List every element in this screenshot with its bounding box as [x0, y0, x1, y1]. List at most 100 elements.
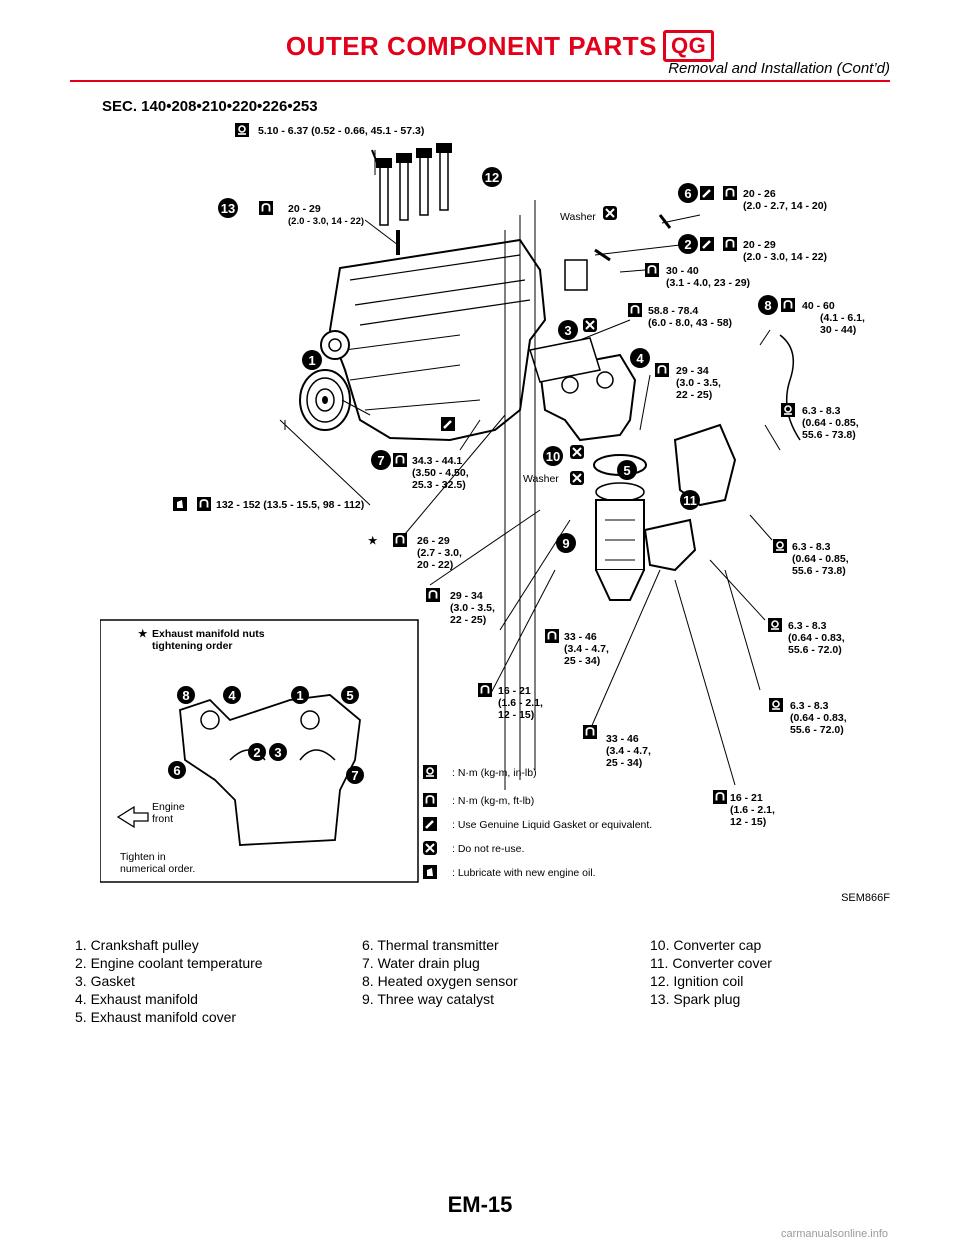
torque-3b: (2.0 - 2.7, 14 - 20) — [743, 200, 827, 212]
sensors — [594, 214, 672, 262]
legend-item: 8. Heated oxygen sensor — [362, 973, 518, 989]
legend-item: 11. Converter cover — [650, 955, 772, 971]
exhaust-manifold-cover — [673, 423, 737, 507]
page-number: EM-15 — [447, 1192, 513, 1217]
legend-item: 1. Crankshaft pulley — [75, 937, 199, 953]
parts-legend-col-1: 1. Crankshaft pulley 2. Engine coolant t… — [75, 936, 263, 1026]
torque-8a: 29 - 34 — [676, 365, 709, 377]
torque-7b: (4.1 - 6.1, — [820, 312, 865, 324]
washer-label-1: Washer — [560, 211, 596, 223]
torque-10b: (3.50 - 4.50, — [412, 467, 469, 479]
torque-16b: (3.4 - 4.7, — [564, 643, 609, 655]
torque-13b: (0.64 - 0.85, — [792, 553, 849, 565]
torque-9c: 55.6 - 73.8) — [802, 429, 856, 441]
order-2: 2 — [253, 745, 260, 760]
torque-2b: (2.0 - 3.0, 14 - 22) — [288, 216, 364, 227]
section-code: SEC. 140•208•210•220•226•253 — [102, 98, 318, 115]
callout-3: 3 — [564, 323, 571, 338]
torque-7c: 30 - 44) — [820, 324, 856, 336]
order-1: 1 — [296, 688, 303, 703]
torque-20b: (1.6 - 2.1, — [730, 804, 775, 816]
callout-11: 11 — [683, 493, 697, 508]
engine-front-1: Engine — [152, 801, 185, 813]
legend-item: 3. Gasket — [75, 973, 135, 989]
torque-11: 132 - 152 (13.5 - 15.5, 98 - 112) — [216, 499, 364, 511]
callout-4: 4 — [636, 351, 644, 366]
torque-20a: 16 - 21 — [730, 792, 763, 804]
watermark: carmanualsonline.info — [780, 1228, 888, 1240]
legend-item: 13. Spark plug — [650, 991, 741, 1007]
order-8: 8 — [182, 688, 189, 703]
callout-2: 2 — [684, 237, 691, 252]
engine-code-badge: QG — [662, 30, 715, 62]
callout-12: 12 — [485, 170, 499, 185]
header-title-text: OUTER COMPONENT PARTS — [285, 31, 657, 61]
figure-id: SEM866F — [841, 892, 890, 904]
torque-17b: (1.6 - 2.1, — [498, 697, 543, 709]
order-5: 5 — [346, 688, 353, 703]
washer-label-2: Washer — [523, 473, 559, 485]
torque-15a: 6.3 - 8.3 — [788, 620, 827, 632]
inset-note-2: numerical order. — [120, 863, 195, 875]
torque-15c: 55.6 - 72.0) — [788, 644, 842, 656]
page-header-subtitle: Removal and Installation (Cont’d) — [668, 60, 890, 77]
torque-19b: (3.4 - 4.7, — [606, 745, 651, 757]
gasket — [529, 337, 601, 383]
callout-13: 13 — [221, 201, 235, 216]
torque-5a: 30 - 40 — [666, 265, 699, 277]
order-3: 3 — [274, 745, 281, 760]
legend-item: 5. Exhaust manifold cover — [75, 1009, 237, 1025]
order-6: 6 — [173, 763, 180, 778]
parts-legend-col-3: 10. Converter cap 11. Converter cover 12… — [650, 936, 772, 1008]
inset-manifold-outline — [179, 694, 361, 846]
torque-1: 5.10 - 6.37 (0.52 - 0.66, 45.1 - 57.3) — [258, 125, 424, 137]
torque-10c: 25.3 - 32.5) — [412, 479, 466, 491]
torque-14c: 22 - 25) — [450, 614, 486, 626]
legend-item: 4. Exhaust manifold — [75, 991, 198, 1007]
exploded-diagram: ★ Exhaust manifold nuts tightening order… — [100, 122, 865, 883]
legend-nm-in-lb: : N·m (kg-m, in-lb) — [452, 767, 537, 779]
symbol-legend: : N·m (kg-m, in-lb) : N·m (kg-m, ft-lb) … — [421, 764, 652, 879]
torque-14a: 29 - 34 — [450, 590, 483, 602]
crankshaft-pulley — [299, 369, 351, 431]
torque-18a: 6.3 - 8.3 — [790, 700, 829, 712]
engine-block — [320, 238, 547, 442]
torque-12b: (2.7 - 3.0, — [417, 547, 462, 559]
converter-cover — [643, 518, 697, 572]
legend-lubricate: : Lubricate with new engine oil. — [452, 867, 596, 879]
torque-17a: 16 - 21 — [498, 685, 531, 697]
tightening-order-inset — [100, 619, 419, 883]
legend-do-not-reuse: : Do not re-use. — [452, 843, 524, 855]
inset-star: ★ — [138, 628, 148, 640]
torque-10a: 34.3 - 44.1 — [412, 455, 462, 467]
order-7: 7 — [351, 768, 358, 783]
torque-14b: (3.0 - 3.5, — [450, 602, 495, 614]
inset-note-1: Tighten in — [120, 851, 166, 863]
torque-18b: (0.64 - 0.83, — [790, 712, 847, 724]
torque-7a: 40 - 60 — [802, 300, 835, 312]
torque-12c: 20 - 22) — [417, 559, 453, 571]
torque-8c: 22 - 25) — [676, 389, 712, 401]
order-4: 4 — [228, 688, 236, 703]
legend-item: 6. Thermal transmitter — [362, 937, 499, 953]
torque-13a: 6.3 - 8.3 — [792, 541, 831, 553]
torque-19a: 33 - 46 — [606, 733, 639, 745]
inset-title-1: Exhaust manifold nuts — [152, 628, 265, 640]
torque-4b: (2.0 - 3.0, 14 - 22) — [743, 251, 827, 263]
thermostat-housing — [564, 259, 588, 291]
torque-8b: (3.0 - 3.5, — [676, 377, 721, 389]
part-callouts: 13 12 6 2 8 3 4 1 10 5 7 11 9 — [218, 167, 778, 553]
torque-16a: 33 - 46 — [564, 631, 597, 643]
engine-front-2: front — [152, 813, 173, 825]
ignition-coils — [371, 143, 452, 226]
torque-5b: (3.1 - 4.0, 23 - 29) — [666, 277, 750, 289]
torque-9a: 6.3 - 8.3 — [802, 405, 841, 417]
callout-8: 8 — [764, 298, 771, 313]
torque-9b: (0.64 - 0.85, — [802, 417, 859, 429]
header-divider — [70, 80, 890, 82]
three-way-catalyst — [593, 454, 647, 601]
leader-lines — [279, 150, 781, 790]
inset-order-numbers: 8 4 1 5 2 3 6 7 — [168, 686, 364, 784]
torque-20c: 12 - 15) — [730, 816, 766, 828]
